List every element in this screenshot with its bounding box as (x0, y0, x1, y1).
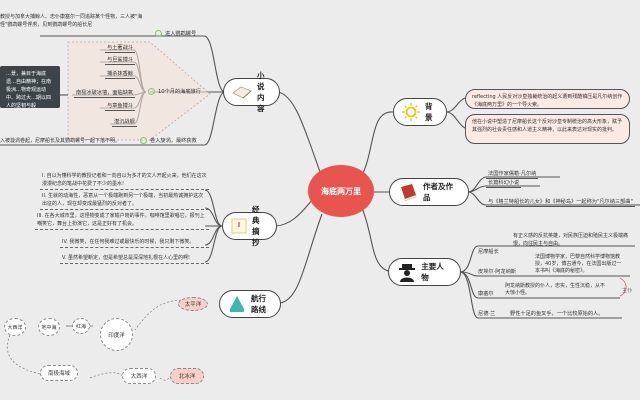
content-summary-box: …景，兼目于海底遗…自由精神；在南极洲…物奇观运动中、跨过大…期以四人的坚韧与毅 (0, 66, 60, 109)
route-stop: 北冰洋 (170, 368, 204, 384)
route-stop: 南极海域 (40, 365, 78, 381)
central-topic[interactable]: 海底两万里 (308, 165, 374, 217)
notepad-icon (231, 216, 247, 236)
journey-item: 与巨鲨搏斗 (105, 57, 135, 65)
quote-item: IV. 我微笑，在任何我难过或最快乐的时候，我只剩下微笑。 (60, 238, 209, 248)
background-note-2: 他在小说中塑造了尼摩船长这个反对沙皇专制统治的高大形象，赋予其强烈的社会责任感和… (465, 114, 630, 144)
character-desc: 有正义感的反抗英雄，对民族压迫和殖民主义极端痛恨，向往民主与自由。 (513, 233, 629, 247)
journey-item: 南极冰破冰墙，面临缺氧 (74, 90, 136, 98)
quote-item: III. 在各大城市里，这怪物变成了家喻户晓的事件。咖啡馆里歌唱它，报刊上嘲笑它… (35, 212, 209, 230)
route-stop: 印度洋 (100, 318, 133, 351)
route-stop: 地中海 (38, 318, 60, 336)
sun-icon (402, 102, 420, 122)
relation-label: 主仆 (622, 288, 633, 294)
route-stop: 大西洋 (122, 368, 156, 384)
note-icon (148, 88, 155, 95)
topic-content[interactable]: 小说内容 (223, 71, 280, 113)
detective-icon (397, 262, 416, 282)
content-intro: 教授与加拿大捕鲸人、忠仆康塞尔一同追踪某个怪物，三人被"海怪"鹦鹉螺号俘虏，见到… (0, 14, 143, 28)
route-stop: 红海 (72, 318, 90, 334)
journey-item: 与章鱼搏斗 (105, 103, 135, 111)
topic-characters[interactable]: 主要人物 (388, 258, 461, 286)
character-name: 康塞尔 (478, 291, 494, 297)
note-icon (155, 30, 162, 37)
character-name: 皮埃尔·阿龙纳斯 (478, 269, 516, 275)
journey-item: 潜沉战舰 (112, 119, 137, 127)
topic-author[interactable]: 作者及作品 (389, 178, 469, 206)
character-desc: 法国博物学家，巴黎自然科学博物馆教授，40岁，博古通今，在法国出版过一本书叫《海… (535, 254, 622, 274)
topic-quotes[interactable]: 经典摘抄 (222, 205, 277, 247)
author-item-1: 法国作家儒勒·凡尔纳 (486, 171, 539, 179)
background-note-1: reflecting 人民反对沙皇独裁统治的起义遭到残酷镇压是凡尔纳创作《海底两… (465, 89, 630, 109)
content-enter: 进入鹦鹉螺号 (155, 30, 196, 37)
quote-item: V. 虽然希望断定，但是希望总是深深地扎根在人心里的啊! (60, 254, 209, 264)
content-escape-text: 入被漩涡卷起，尼摩船长及其鹦鹉螺号一起下落不明。 (0, 138, 121, 144)
route-stop: 太平洋 (178, 297, 208, 311)
character-desc: 野性十足的鱼叉手，一个比较原始的人。 (510, 311, 604, 317)
character-row: 尼摩船长 (478, 249, 499, 255)
route-stop: 大西洋 (4, 318, 26, 336)
open-book-icon (232, 82, 252, 102)
quote-item: I. 自以为懂科学的教授记者和一向自以为多才的文人开起火来，他们在这次漫漫纪念的… (40, 172, 209, 190)
topic-background[interactable]: 背景 (393, 98, 447, 126)
author-item-2: 长篇科幻小说 (486, 180, 522, 188)
content-escape: 卷入旋涡，最终获救 (140, 137, 197, 144)
author-item-3: 与《格兰特船长的儿女》和《神秘岛》一起称为"凡尔纳三部曲" (486, 199, 635, 207)
topic-route[interactable]: 航行路线 (219, 290, 281, 318)
content-journey: 10个月的海底旅行 (148, 88, 201, 95)
character-name: 尼德·兰 (478, 311, 496, 317)
journey-item: 与土著战斗 (105, 45, 135, 53)
sail-icon (228, 294, 246, 314)
character-desc: 阿龙纳斯教授的仆人，忠实，生性沉稳，从不大惊小怪。 (505, 283, 606, 296)
note-icon (140, 137, 147, 144)
quote-item: II. 生就的动海性，恶意从一个极端跑到另一个极端，当初最热诚拥护这次出征的人，… (40, 192, 209, 210)
book-icon (398, 182, 418, 202)
journey-item: 捕杀抹香鲸 (105, 71, 135, 79)
